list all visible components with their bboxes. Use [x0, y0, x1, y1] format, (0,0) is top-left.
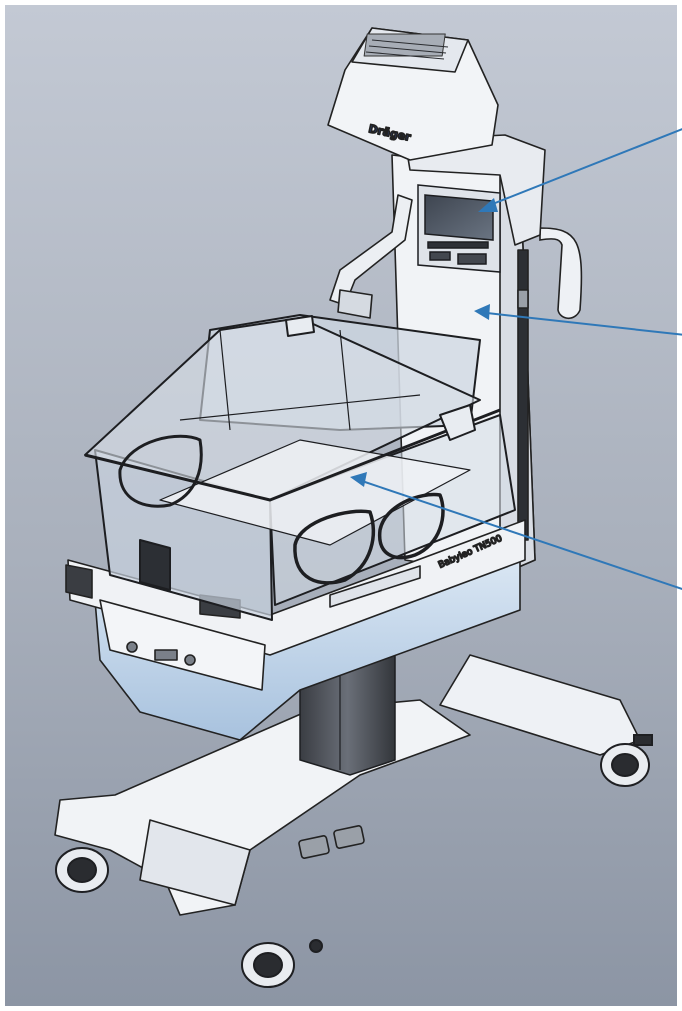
caster-wheels [55, 734, 653, 988]
wheel-front-right [241, 939, 323, 988]
callout-arrows [350, 128, 682, 591]
wheel-front-left [55, 847, 109, 893]
callout-arrow-column [474, 304, 682, 336]
radiant-heater-head: Dräger [327, 27, 499, 161]
incubator-canopy [84, 314, 516, 621]
callout-arrow-display [478, 128, 682, 212]
tower-handle [539, 227, 583, 320]
bed-carriage: Babyleo TN500 [65, 519, 526, 741]
callout-arrow-mattress [350, 472, 682, 591]
display-unit [417, 184, 501, 273]
heater-arm [329, 134, 546, 319]
wheel-rear-right [600, 734, 653, 787]
